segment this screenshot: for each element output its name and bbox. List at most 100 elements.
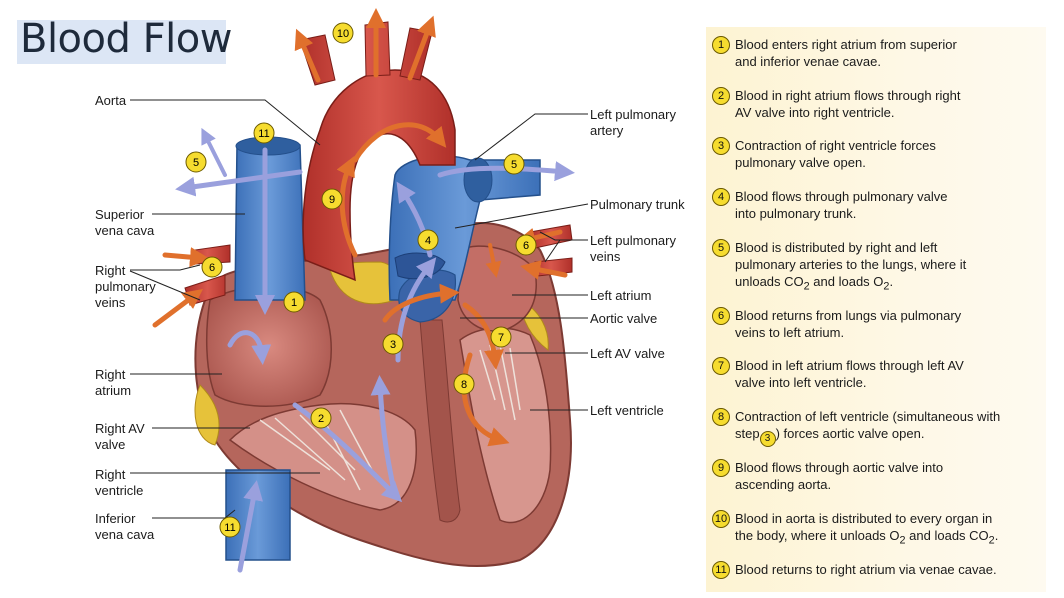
label-right-ventricle: Right ventricle <box>95 467 143 499</box>
right-atrium-chamber <box>207 287 332 407</box>
label-left-pulmonary-veins-line-2: veins <box>590 249 676 265</box>
svg-text:4: 4 <box>425 235 431 247</box>
svg-text:3: 3 <box>390 339 396 351</box>
svg-text:2: 2 <box>318 413 324 425</box>
svg-text:11: 11 <box>224 522 235 534</box>
label-inferior-vena-cava-line-2: vena cava <box>95 527 154 543</box>
step-1-number: 1 <box>712 36 730 54</box>
svg-text:5: 5 <box>511 159 517 171</box>
step-7-text: Blood in left atrium flows through left … <box>735 357 1047 391</box>
step-4-text: Blood flows through pulmonary valve into… <box>735 188 1047 222</box>
step-2-text: Blood in right atrium flows through righ… <box>735 87 1047 121</box>
label-left-pulmonary-veins: Left pulmonary veins <box>590 233 676 265</box>
step-10-number: 10 <box>712 510 730 528</box>
step-6-text: Blood returns from lungs via pulmonary v… <box>735 307 1047 341</box>
step-2-line-1: Blood in right atrium flows through righ… <box>735 87 1047 104</box>
svg-text:9: 9 <box>329 194 335 206</box>
marker-11-top: 11 <box>254 123 274 143</box>
inferior-vena-cava <box>226 470 290 560</box>
svg-text:6: 6 <box>209 262 215 274</box>
step-11-line-1: Blood returns to right atrium via venae … <box>735 561 1047 578</box>
marker-5-right: 5 <box>504 154 524 174</box>
label-right-atrium-line-1: Right <box>95 367 131 383</box>
label-left-pulmonary-veins-line-1: Left pulmonary <box>590 233 676 249</box>
step-8-text: Contraction of left ventricle (simultane… <box>735 408 1047 447</box>
svg-text:1: 1 <box>291 297 297 309</box>
step-3-line-1: Contraction of right ventricle forces <box>735 137 1047 154</box>
step-8-line-2-b: ) forces aortic valve open. <box>776 426 925 441</box>
label-right-pulmonary-veins-line-3: veins <box>95 295 156 311</box>
step-3-number: 3 <box>712 137 730 155</box>
marker-2: 2 <box>311 408 331 428</box>
step-2-line-2: AV valve into right ventricle. <box>735 104 1047 121</box>
svg-text:5: 5 <box>193 157 199 169</box>
step-ref-3-icon: 3 <box>760 431 776 447</box>
step-10-line-2-c: . <box>995 528 999 543</box>
label-right-atrium-line-2: atrium <box>95 383 131 399</box>
step-5-number: 5 <box>712 239 730 257</box>
step-3-text: Contraction of right ventricle forces pu… <box>735 137 1047 171</box>
marker-5-left: 5 <box>186 152 206 172</box>
step-10-line-2-a: the body, where it unloads O <box>735 528 900 543</box>
label-inferior-vena-cava-line-1: Inferior <box>95 511 154 527</box>
svg-text:6: 6 <box>523 240 529 252</box>
step-6-line-1: Blood returns from lungs via pulmonary <box>735 307 1047 324</box>
label-left-ventricle: Left ventricle <box>590 403 664 419</box>
label-right-av-valve-line-2: valve <box>95 437 145 453</box>
step-6-number: 6 <box>712 307 730 325</box>
svg-text:7: 7 <box>498 332 504 344</box>
step-5-line-1: Blood is distributed by right and left <box>735 239 1047 256</box>
label-inferior-vena-cava: Inferior vena cava <box>95 511 154 543</box>
label-superior-vena-cava-line-2: vena cava <box>95 223 154 239</box>
step-7-line-2: valve into left ventricle. <box>735 374 1047 391</box>
label-aortic-valve: Aortic valve <box>590 311 657 327</box>
marker-3: 3 <box>383 334 403 354</box>
step-8-line-2-a: step <box>735 426 760 441</box>
label-left-av-valve: Left AV valve <box>590 346 665 362</box>
step-5-line-3-a: unloads CO <box>735 274 804 289</box>
step-4-line-2: into pulmonary trunk. <box>735 205 1047 222</box>
step-7-line-1: Blood in left atrium flows through left … <box>735 357 1047 374</box>
step-9-text: Blood flows through aortic valve into as… <box>735 459 1047 493</box>
label-pulmonary-trunk: Pulmonary trunk <box>590 197 685 213</box>
step-10-line-2: the body, where it unloads O2 and loads … <box>735 527 1047 550</box>
label-superior-vena-cava-line-1: Superior <box>95 207 154 223</box>
marker-7: 7 <box>491 327 511 347</box>
step-1-line-1: Blood enters right atrium from superior <box>735 36 1047 53</box>
step-6-line-2: veins to left atrium. <box>735 324 1047 341</box>
step-10-text: Blood in aorta is distributed to every o… <box>735 510 1047 550</box>
step-2-number: 2 <box>712 87 730 105</box>
step-5-text: Blood is distributed by right and left p… <box>735 239 1047 296</box>
heart-illustration <box>185 22 572 566</box>
marker-11-bottom: 11 <box>220 517 240 537</box>
step-3-line-2: pulmonary valve open. <box>735 154 1047 171</box>
step-11-text: Blood returns to right atrium via venae … <box>735 561 1047 578</box>
step-5-line-2: pulmonary arteries to the lungs, where i… <box>735 256 1047 273</box>
step-11-number: 11 <box>712 561 730 579</box>
marker-6-right: 6 <box>516 235 536 255</box>
step-1-line-2: and inferior venae cavae. <box>735 53 1047 70</box>
label-right-pulmonary-veins-line-1: Right <box>95 263 156 279</box>
step-5-line-3-b: and loads O <box>810 274 884 289</box>
label-left-atrium: Left atrium <box>590 288 651 304</box>
label-right-pulmonary-veins-line-2: pulmonary <box>95 279 156 295</box>
marker-4: 4 <box>418 230 438 250</box>
step-5-line-3: unloads CO2 and loads O2. <box>735 273 1047 296</box>
step-8-number: 8 <box>712 408 730 426</box>
arrow-rpv-in-b <box>155 295 195 325</box>
step-10-line-2-b: and loads CO <box>906 528 989 543</box>
svg-text:8: 8 <box>461 379 467 391</box>
step-10-line-1: Blood in aorta is distributed to every o… <box>735 510 1047 527</box>
marker-8: 8 <box>454 374 474 394</box>
step-5-line-3-c: . <box>889 274 893 289</box>
label-right-atrium: Right atrium <box>95 367 131 399</box>
superior-vena-cava <box>235 140 305 300</box>
label-right-av-valve-line-1: Right AV <box>95 421 145 437</box>
pulmonary-artery-opening <box>464 158 492 202</box>
label-left-pulmonary-artery-line-2: artery <box>590 123 676 139</box>
step-9-number: 9 <box>712 459 730 477</box>
svg-text:11: 11 <box>258 128 269 140</box>
label-superior-vena-cava: Superior vena cava <box>95 207 154 239</box>
step-8-line-1: Contraction of left ventricle (simultane… <box>735 408 1047 425</box>
